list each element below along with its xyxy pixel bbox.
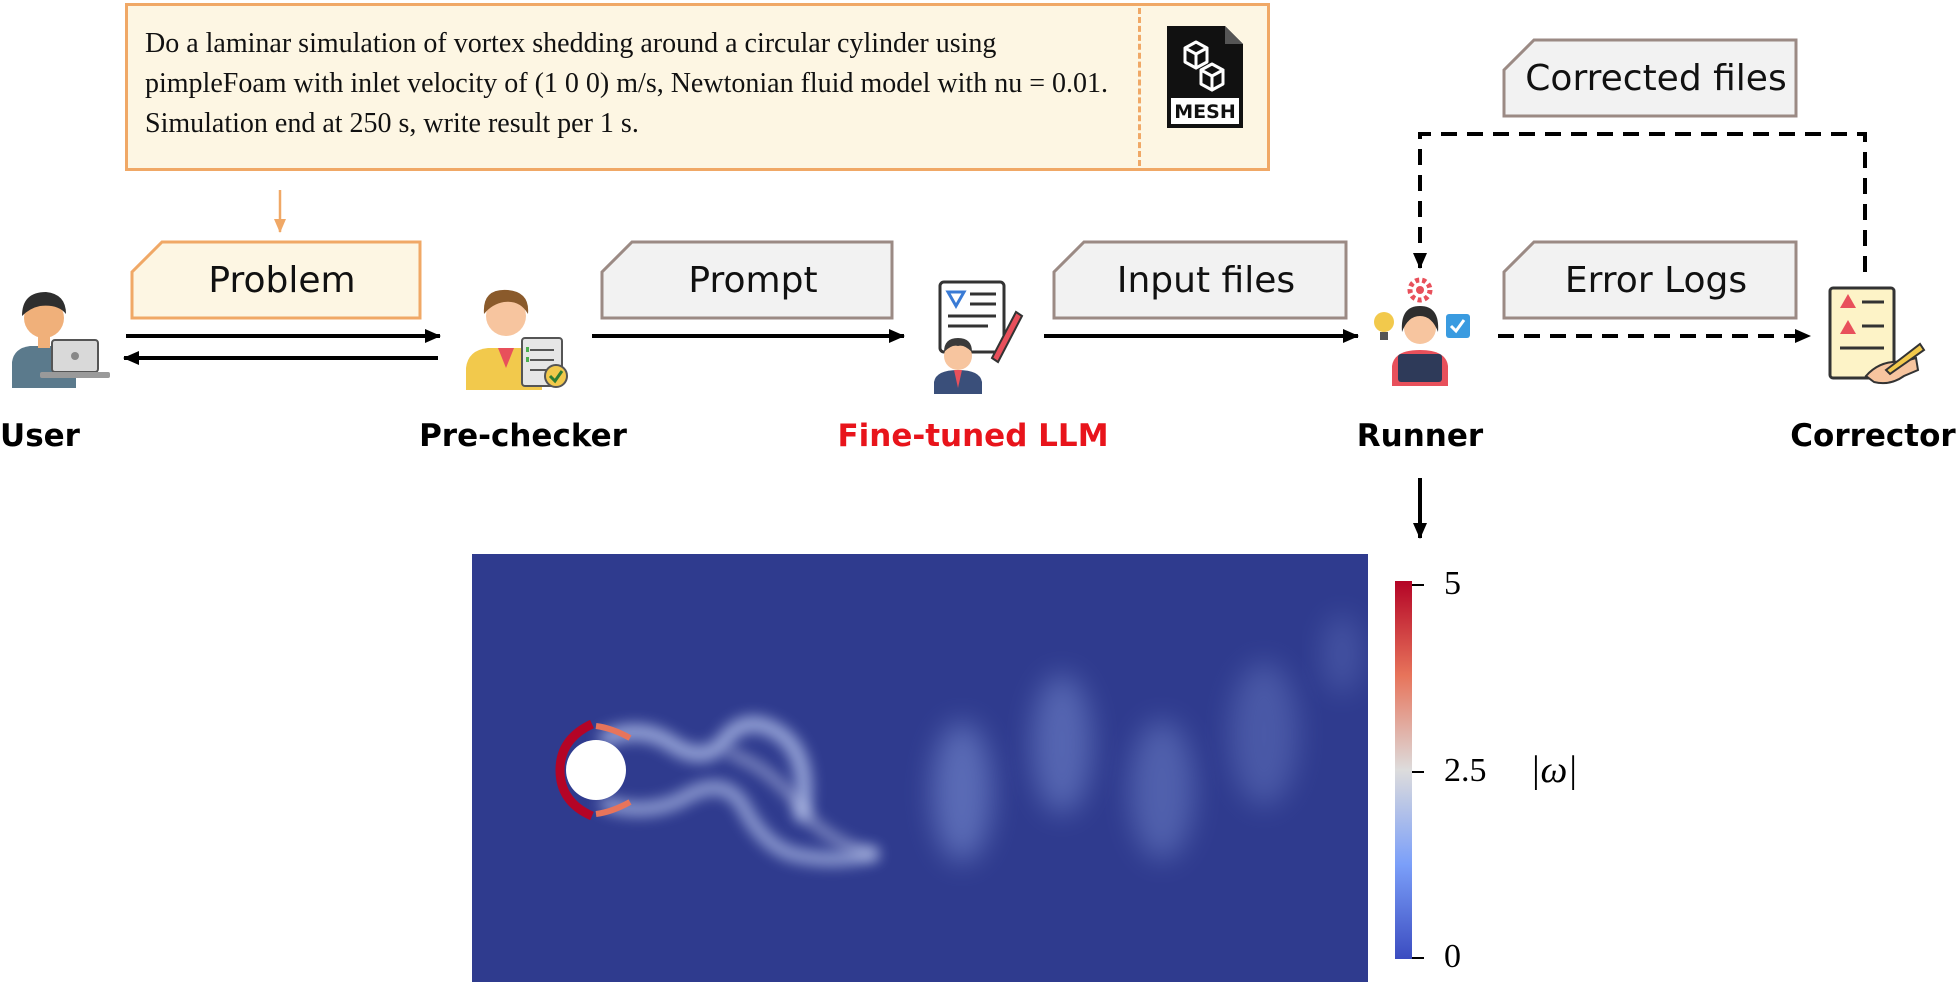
node-label-user: User bbox=[0, 418, 80, 454]
node-label-corrector: Corrector bbox=[1790, 418, 1956, 454]
tag-input-files: Input files bbox=[1052, 240, 1348, 320]
fine-tuned-llm-icon bbox=[912, 278, 1032, 398]
tag-corrected-files-label: Corrected files bbox=[1525, 57, 1787, 99]
tag-prompt: Prompt bbox=[600, 240, 894, 320]
colorbar-label-max: 5 bbox=[1444, 565, 1461, 602]
tag-prompt-label: Prompt bbox=[688, 259, 818, 301]
user-laptop-icon bbox=[0, 278, 120, 398]
tag-problem: Problem bbox=[130, 240, 422, 320]
tag-error-logs: Error Logs bbox=[1502, 240, 1798, 320]
node-label-fine-tuned-llm: Fine-tuned LLM bbox=[837, 418, 1109, 454]
runner-icon bbox=[1360, 270, 1480, 390]
node-label-runner: Runner bbox=[1356, 418, 1484, 454]
near-wake-shear-layers bbox=[599, 716, 879, 866]
tag-input-files-label: Input files bbox=[1116, 259, 1296, 301]
corrector-icon bbox=[1810, 278, 1930, 398]
vortex-wake bbox=[932, 614, 1362, 862]
tag-corrected-files: Corrected files bbox=[1502, 38, 1798, 118]
colorbar-tick-min bbox=[1412, 957, 1424, 959]
pre-checker-icon bbox=[460, 278, 580, 398]
colorbar-tick-max bbox=[1412, 584, 1424, 586]
mesh-file-icon: MESH bbox=[1163, 22, 1247, 132]
colorbar-label-mid: 2.5 bbox=[1444, 752, 1487, 789]
cylinder bbox=[566, 740, 626, 800]
tag-problem-label: Problem bbox=[208, 259, 356, 301]
node-label-pre-checker: Pre-checker bbox=[419, 418, 627, 454]
cylinder-boundary-layer bbox=[555, 719, 632, 821]
colorbar-quantity-label: |ω| bbox=[1530, 749, 1578, 791]
problem-statement-text: Do a laminar simulation of vortex sheddi… bbox=[145, 28, 1109, 139]
vorticity-contour-plot bbox=[472, 554, 1368, 982]
mesh-icon-label: MESH bbox=[1174, 101, 1235, 123]
problem-statement-box bbox=[125, 3, 1270, 171]
box-divider bbox=[1138, 8, 1141, 166]
colorbar-tick-mid bbox=[1412, 771, 1424, 773]
colorbar bbox=[1395, 581, 1412, 959]
tag-error-logs-label: Error Logs bbox=[1564, 259, 1748, 301]
corrector-to-runner-arrow bbox=[1413, 132, 1867, 272]
colorbar-label-min: 0 bbox=[1444, 938, 1461, 975]
